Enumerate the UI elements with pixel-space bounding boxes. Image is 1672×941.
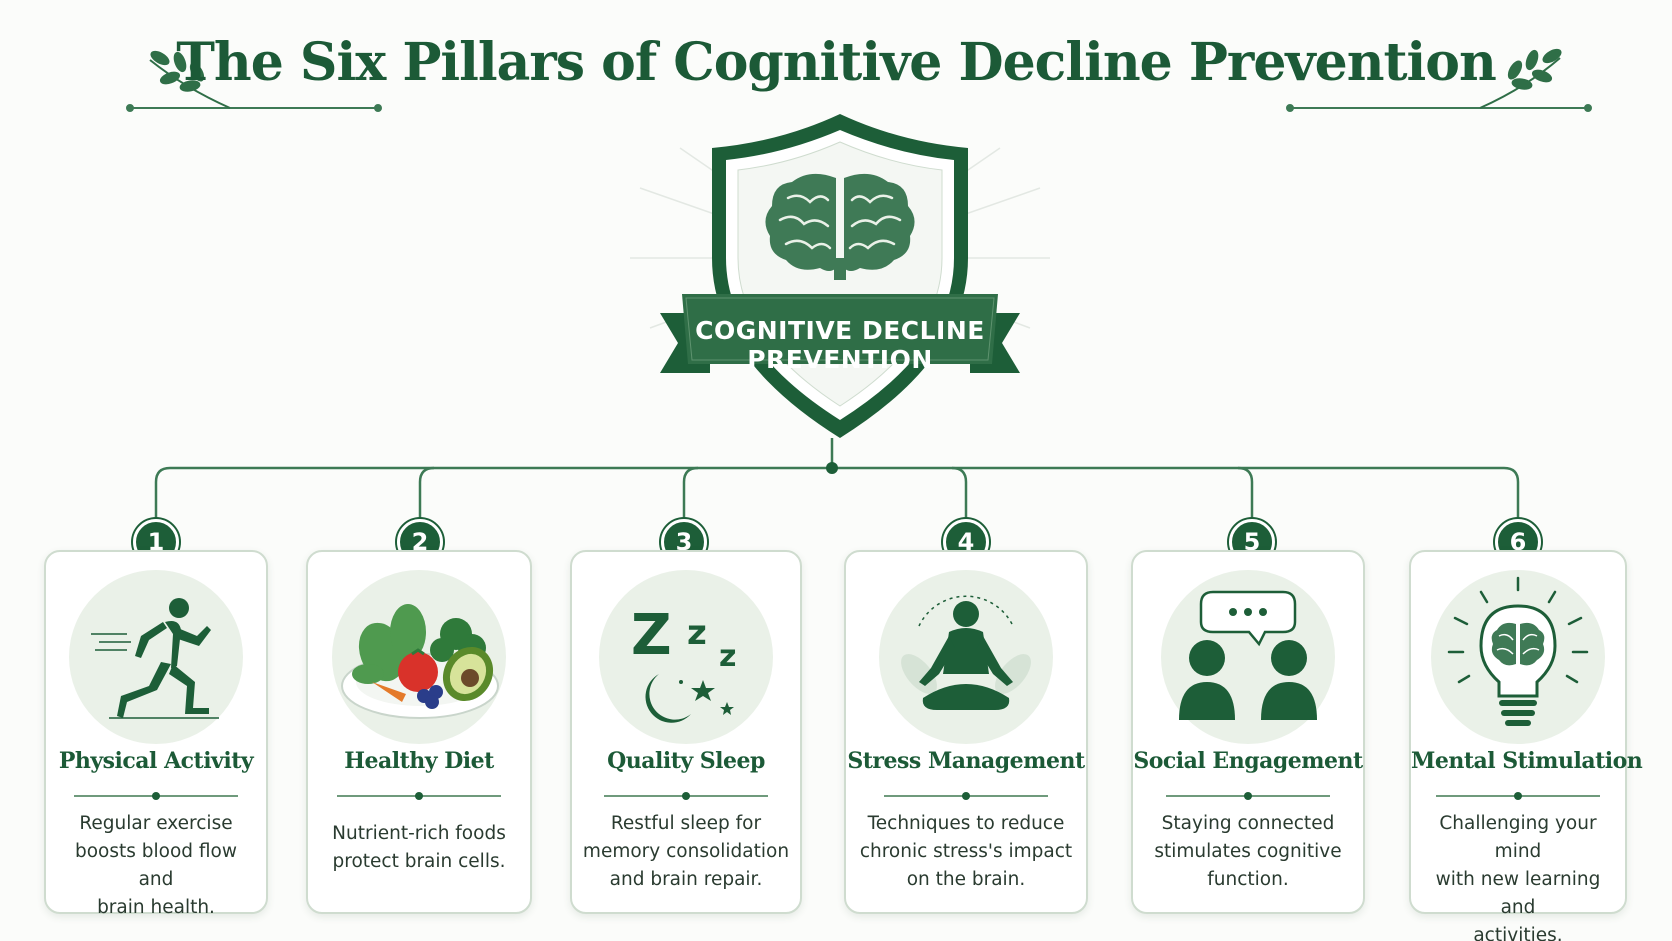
- shield-icon: [630, 114, 1050, 438]
- pillar-5-title: Social Engagement: [1133, 748, 1363, 774]
- pillar-4-title: Stress Management: [847, 748, 1085, 774]
- pillar-3-divider: [604, 792, 768, 800]
- connector-hub: [826, 462, 838, 474]
- svg-text:z: z: [719, 639, 736, 674]
- pillar-3-description: Restful sleep for memory consolidation a…: [582, 813, 790, 890]
- pillar-3-title: Quality Sleep: [607, 748, 765, 774]
- leaf-sprig-right-icon: [1479, 48, 1562, 109]
- title-underline-right: [1286, 104, 1592, 112]
- pillar-card-mental-stimulation: Mental Stimulation Challenging your mind…: [1409, 550, 1643, 941]
- pillar-1-title: Physical Activity: [58, 748, 254, 774]
- emblem-line-1: COGNITIVE DECLINE: [695, 316, 985, 345]
- brain-icon: [765, 173, 915, 280]
- people-chat-icon: [1161, 570, 1335, 744]
- page-title: The Six Pillars of Cognitive Decline Pre…: [176, 32, 1497, 93]
- runner-icon: [69, 570, 243, 744]
- central-emblem: COGNITIVE DECLINE PREVENTION: [620, 108, 1060, 448]
- svg-text:z: z: [687, 613, 707, 653]
- connector-tree: [154, 438, 1520, 519]
- pillar-5-description: Staying connected stimulates cognitive f…: [1154, 813, 1342, 890]
- pillar-card-physical-activity: Physical Activity Regular exercise boost…: [44, 550, 268, 918]
- pillar-4-divider: [884, 792, 1048, 800]
- pillar-1-divider: [74, 792, 238, 800]
- emblem-line-2: PREVENTION: [747, 345, 933, 374]
- food-plate-icon: [332, 570, 506, 744]
- pillar-6-description: Challenging your mind with new learning …: [1435, 813, 1601, 941]
- meditation-icon: [879, 570, 1053, 744]
- pillar-4-description: Techniques to reduce chronic stress's im…: [859, 813, 1073, 890]
- pillar-1-description: Regular exercise boosts blood flow and b…: [74, 813, 238, 918]
- leaf-sprig-left-icon: [149, 50, 231, 109]
- svg-text:Z: Z: [631, 603, 672, 668]
- pillar-2-description: Nutrient-rich foods protect brain cells.: [332, 823, 506, 872]
- pillar-card-stress-management: Stress Management Techniques to reduce c…: [844, 550, 1088, 914]
- pillar-6-divider: [1436, 792, 1600, 800]
- sleep-icon: Z z z: [599, 570, 773, 744]
- pillar-2-title: Healthy Diet: [344, 748, 494, 774]
- emblem-banner-text: COGNITIVE DECLINE PREVENTION: [620, 316, 1060, 374]
- pillar-card-social-engagement: Social Engagement Staying connected stim…: [1131, 550, 1365, 914]
- lightbulb-brain-icon: [1431, 570, 1605, 744]
- pillar-5-divider: [1166, 792, 1330, 800]
- pillar-2-divider: [337, 792, 501, 800]
- title-underline-left: [126, 104, 382, 112]
- pillar-6-title: Mental Stimulation: [1411, 748, 1643, 774]
- pillar-card-healthy-diet: Healthy Diet Nutrient-rich foods protect…: [306, 550, 532, 914]
- pillar-card-quality-sleep: Z z z Quality Sleep Restful sleep for me…: [570, 550, 802, 914]
